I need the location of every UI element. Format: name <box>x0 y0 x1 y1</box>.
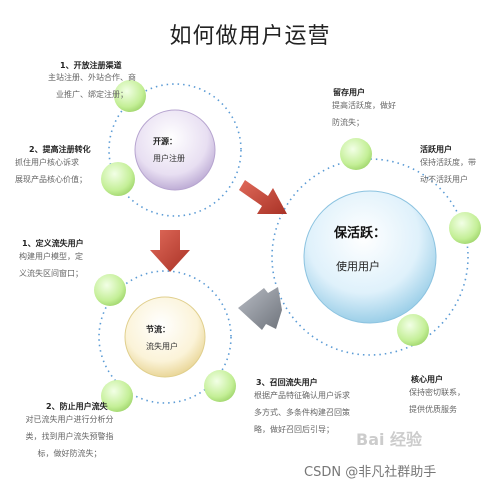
text-line: 义流失区间窗口； <box>19 269 83 278</box>
retention-heading: 留存用户 <box>333 88 365 97</box>
node-active <box>449 212 481 244</box>
churn-center-subtitle: 流失用户 <box>146 342 178 351</box>
arrow-register-to-churn <box>150 230 190 272</box>
arrow-register-to-active <box>239 180 287 214</box>
text-line: 业推广、绑定注册； <box>56 90 128 99</box>
text-line: 提高活跃度，做好 <box>332 101 396 110</box>
node-define-churn <box>94 274 126 306</box>
text-line: 动不活跃用户 <box>420 175 468 184</box>
node-open-channels <box>114 80 146 112</box>
text-line: 保持活跃度，带 <box>420 158 476 167</box>
text-line: 类，找到用户流失预警指 <box>25 432 114 441</box>
page-title: 如何做用户运营 <box>169 24 331 49</box>
core-text: 保持密切联系， 提供优质服务 <box>409 384 489 418</box>
register-center-circle <box>134 109 216 191</box>
node-improve-conversion <box>101 162 135 196</box>
active-center-title: 保活跃： <box>334 226 387 241</box>
right-ring <box>271 158 469 356</box>
prevent-churn-heading: 2、防止用户流失 <box>46 402 108 411</box>
churn-center-circle <box>124 296 206 378</box>
active-center-subtitle: 使用用户 <box>336 260 380 273</box>
node-core <box>397 314 429 346</box>
active-center-circle <box>303 190 437 324</box>
step-open-channels-text: 主站注册、外站合作、商 业推广、绑定注册； <box>47 69 137 103</box>
active-heading: 活跃用户 <box>420 145 452 154</box>
text-line: 构建用户模型，定 <box>19 252 83 261</box>
text-line: 展现产品核心价值； <box>15 175 87 184</box>
step-open-channels-heading: 1、开放注册渠道 <box>60 61 122 70</box>
define-churn-heading: 1、定义流失用户 <box>22 239 84 248</box>
text-line: 防流失； <box>332 118 364 127</box>
bottom-left-ring <box>98 270 232 404</box>
baidu-jingyan-logo: Bai 经验 <box>356 430 423 449</box>
text-line: 对已流失用户进行分析分 <box>25 415 114 424</box>
recall-churn-text: 根据产品特征确认用户诉求 多方式、多条件构建召回策 略，做好召回后引导； <box>254 387 369 438</box>
prevent-churn-text: 对已流失用户进行分析分 类，找到用户流失预警指 标，做好防流失； <box>17 411 122 462</box>
text-line: 标，做好防流失； <box>37 449 102 458</box>
step-improve-conversion-heading: 2、提高注册转化 <box>29 145 91 154</box>
define-churn-text: 构建用户模型，定 义流失区间窗口； <box>19 248 109 282</box>
register-center-subtitle: 用户注册 <box>153 154 185 163</box>
top-left-ring <box>108 83 242 217</box>
text-line: 多方式、多条件构建召回策 <box>254 408 350 417</box>
register-center-title: 开源： <box>153 137 177 146</box>
node-prevent-churn <box>101 380 133 412</box>
text-line: 抓住用户核心诉求 <box>15 158 79 167</box>
text-line: 主站注册、外站合作、商 <box>48 73 136 82</box>
text-line: 提供优质服务 <box>409 405 457 414</box>
step-improve-conversion-text: 抓住用户核心诉求 展现产品核心价值； <box>15 154 105 188</box>
retention-text: 提高活跃度，做好 防流失； <box>332 97 412 131</box>
csdn-watermark: CSDN @非凡社群助手 <box>304 465 437 480</box>
churn-center-title: 节流： <box>146 325 170 334</box>
text-line: 根据产品特征确认用户诉求 <box>254 391 350 400</box>
core-heading: 核心用户 <box>411 375 443 384</box>
node-retention <box>340 138 372 170</box>
recall-churn-heading: 3、召回流失用户 <box>256 378 318 387</box>
active-text: 保持活跃度，带 动不活跃用户 <box>420 154 500 188</box>
arrow-active-to-churn <box>238 287 282 330</box>
node-recall-churn <box>204 370 236 402</box>
text-line: 保持密切联系， <box>409 388 465 397</box>
text-line: 略，做好召回后引导； <box>254 425 334 434</box>
